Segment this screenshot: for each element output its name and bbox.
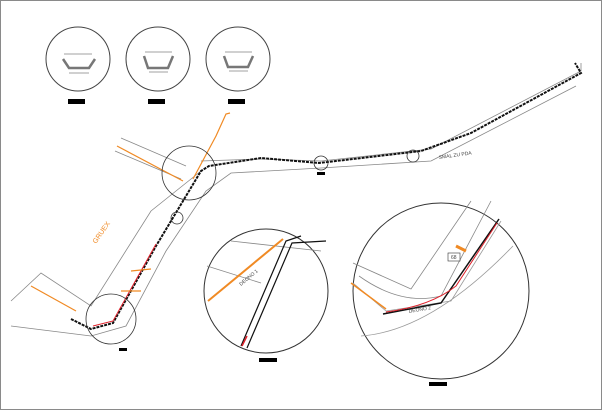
inset-1-tag [259,358,277,362]
inset-detail-1: DEONO 1 [203,228,329,354]
cross-section-detail-1 [45,26,111,92]
callout-circles [85,145,420,345]
cross-section-detail-3 [205,26,271,92]
inset-2-tag [429,382,447,386]
inset-2-box-label: 68 [451,255,457,261]
inset-detail-2: 68 DEONO 2 [350,200,530,380]
detail-tag-1 [68,99,85,104]
callout-tag [119,348,127,351]
utility-lines [30,112,231,312]
detail-tag-3 [228,99,245,104]
street-label: SMAL ZU PDA [438,150,472,161]
inset-2-label: DEONO 2 [408,305,431,315]
cross-section-detail-2 [125,26,191,92]
detail-tag-2 [148,99,165,104]
callout-tag [317,172,325,175]
pipeline-route [70,62,583,331]
area-label: GRUEX [92,220,112,245]
cable-line [92,243,157,327]
